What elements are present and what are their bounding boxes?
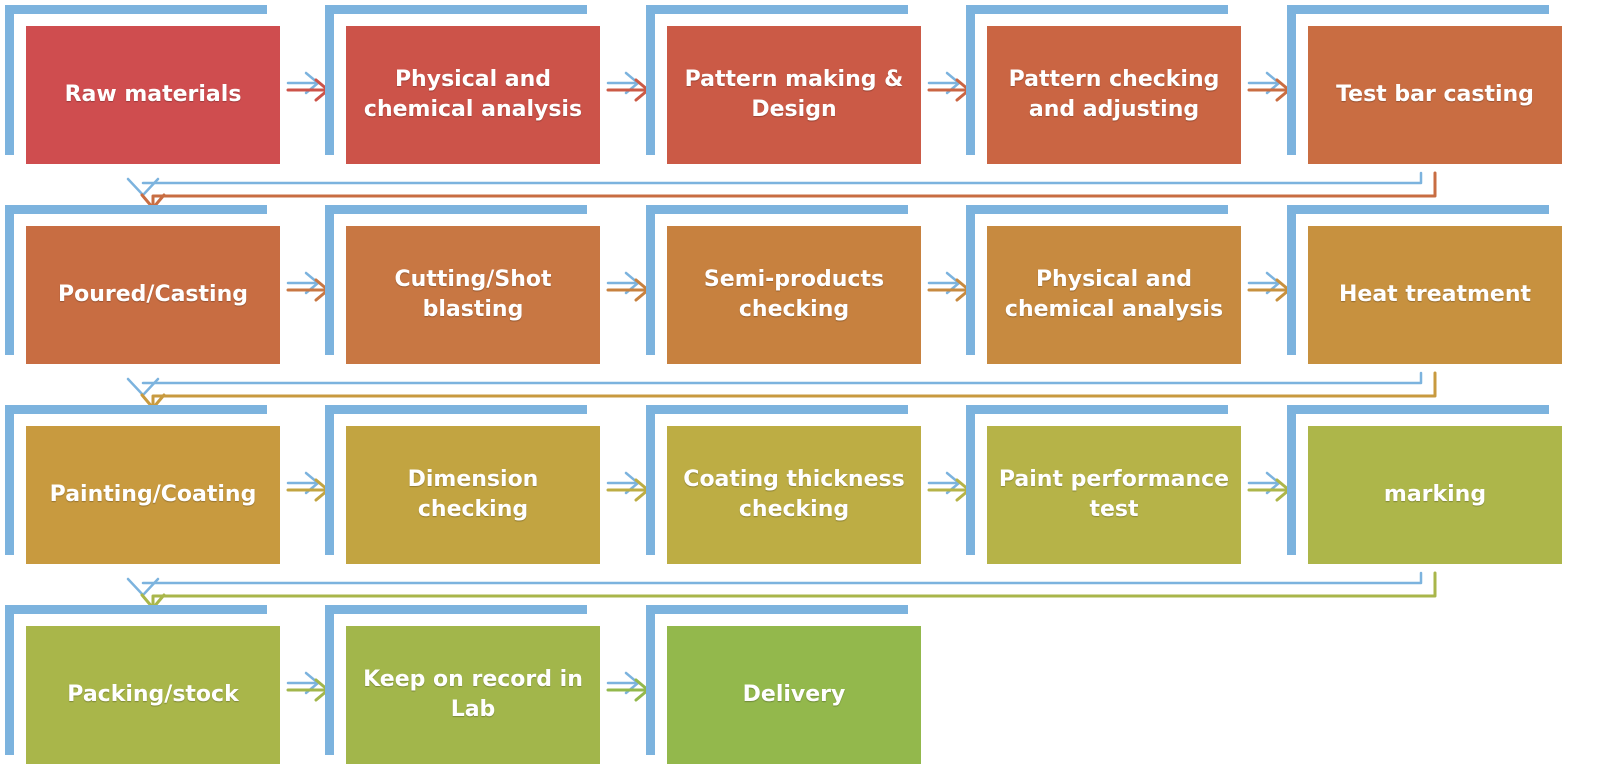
step-box: Packing/stock [26,626,280,764]
arrow-right [286,671,330,702]
step-box: Physical and chemical analysis [346,26,600,164]
step-frame [646,405,908,555]
row-connector [126,571,1437,610]
step-box: Pattern making & Design [667,26,921,164]
step-frame [325,605,587,755]
arrow-right [606,671,650,702]
step-frame [5,605,267,755]
step-box: Dimension checking [346,426,600,564]
step-frame [1287,405,1549,555]
step-frame [646,5,908,155]
step-box: Poured/Casting [26,226,280,364]
arrow-right [286,71,330,102]
step-box: Test bar casting [1308,26,1562,164]
step-frame [1287,5,1549,155]
step-box: Coating thickness checking [667,426,921,564]
arrow-right [927,271,971,302]
step-box: Heat treatment [1308,226,1562,364]
arrow-right [286,471,330,502]
step-box: Painting/Coating [26,426,280,564]
arrow-right [1247,271,1291,302]
step-box: Physical and chemical analysis [987,226,1241,364]
arrow-right [286,271,330,302]
arrow-right [927,71,971,102]
step-frame [5,205,267,355]
arrow-right [927,471,971,502]
row-connector [126,371,1437,410]
step-box: Semi-products checking [667,226,921,364]
arrow-right [606,471,650,502]
step-frame [325,405,587,555]
step-frame [966,205,1228,355]
step-frame [5,405,267,555]
step-frame [966,405,1228,555]
row-connector [126,171,1437,210]
arrow-right [606,271,650,302]
step-frame [966,5,1228,155]
step-box: Cutting/Shot blasting [346,226,600,364]
step-frame [646,605,908,755]
step-frame [1287,205,1549,355]
arrow-right [1247,71,1291,102]
arrow-right [1247,471,1291,502]
step-frame [325,205,587,355]
step-frame [646,205,908,355]
step-box: Pattern checking and adjusting [987,26,1241,164]
arrow-right [606,71,650,102]
step-frame [5,5,267,155]
step-frame [325,5,587,155]
step-box: Raw materials [26,26,280,164]
step-box: marking [1308,426,1562,564]
step-box: Keep on record in Lab [346,626,600,764]
step-box: Paint performance test [987,426,1241,564]
step-box: Delivery [667,626,921,764]
